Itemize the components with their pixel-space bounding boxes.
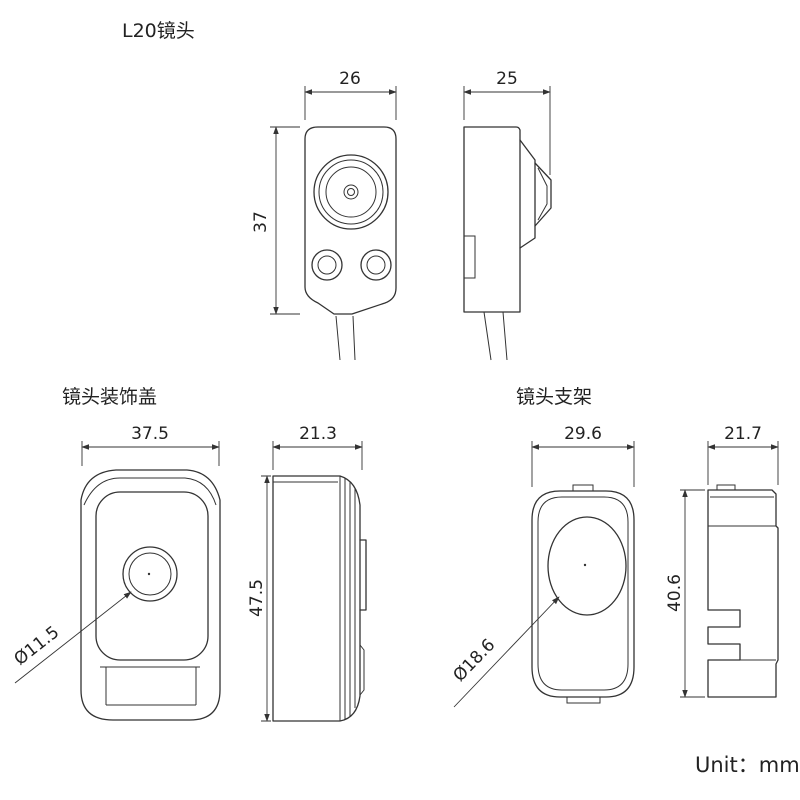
bracket-height-dimension: 40.6: [665, 489, 705, 698]
bracket-width-label: 29.6: [564, 424, 602, 444]
unit-label: Unit：mm: [695, 753, 800, 777]
cover-front-view: Ø11.5: [11, 469, 221, 721]
lens-width-dimension: 26: [304, 69, 397, 120]
cover-width-label: 37.5: [131, 424, 169, 444]
lens-height-dimension: 37: [251, 126, 300, 315]
bracket-front-view: Ø18.6: [449, 484, 635, 708]
bracket-height-label: 40.6: [665, 574, 685, 612]
cover-height-label: 47.5: [247, 579, 267, 617]
cover-depth-dimension: 21.3: [272, 424, 363, 470]
bracket-diameter-label: Ø18.6: [449, 635, 499, 686]
cover-width-dimension: 37.5: [81, 424, 220, 466]
cover-title: 镜头装饰盖: [62, 386, 157, 408]
bracket-depth-label: 21.7: [724, 424, 762, 444]
bracket-side-view: [707, 484, 779, 698]
lens-depth-dimension: 25: [463, 69, 551, 175]
cover-side-view: [272, 475, 367, 722]
lens-height-label: 37: [251, 211, 271, 233]
lens-width-label: 26: [339, 69, 361, 89]
lens-side-view: [463, 126, 552, 361]
bracket-width-dimension: 29.6: [531, 424, 635, 487]
lens-title: L20镜头: [122, 20, 195, 42]
lens-depth-label: 25: [496, 69, 518, 89]
bracket-depth-dimension: 21.7: [707, 424, 779, 485]
cover-diameter-label: Ø11.5: [11, 622, 64, 669]
bracket-title: 镜头支架: [516, 386, 592, 408]
lens-front-view: [304, 126, 397, 361]
cover-height-dimension: 47.5: [247, 475, 271, 722]
cover-depth-label: 21.3: [299, 424, 337, 444]
